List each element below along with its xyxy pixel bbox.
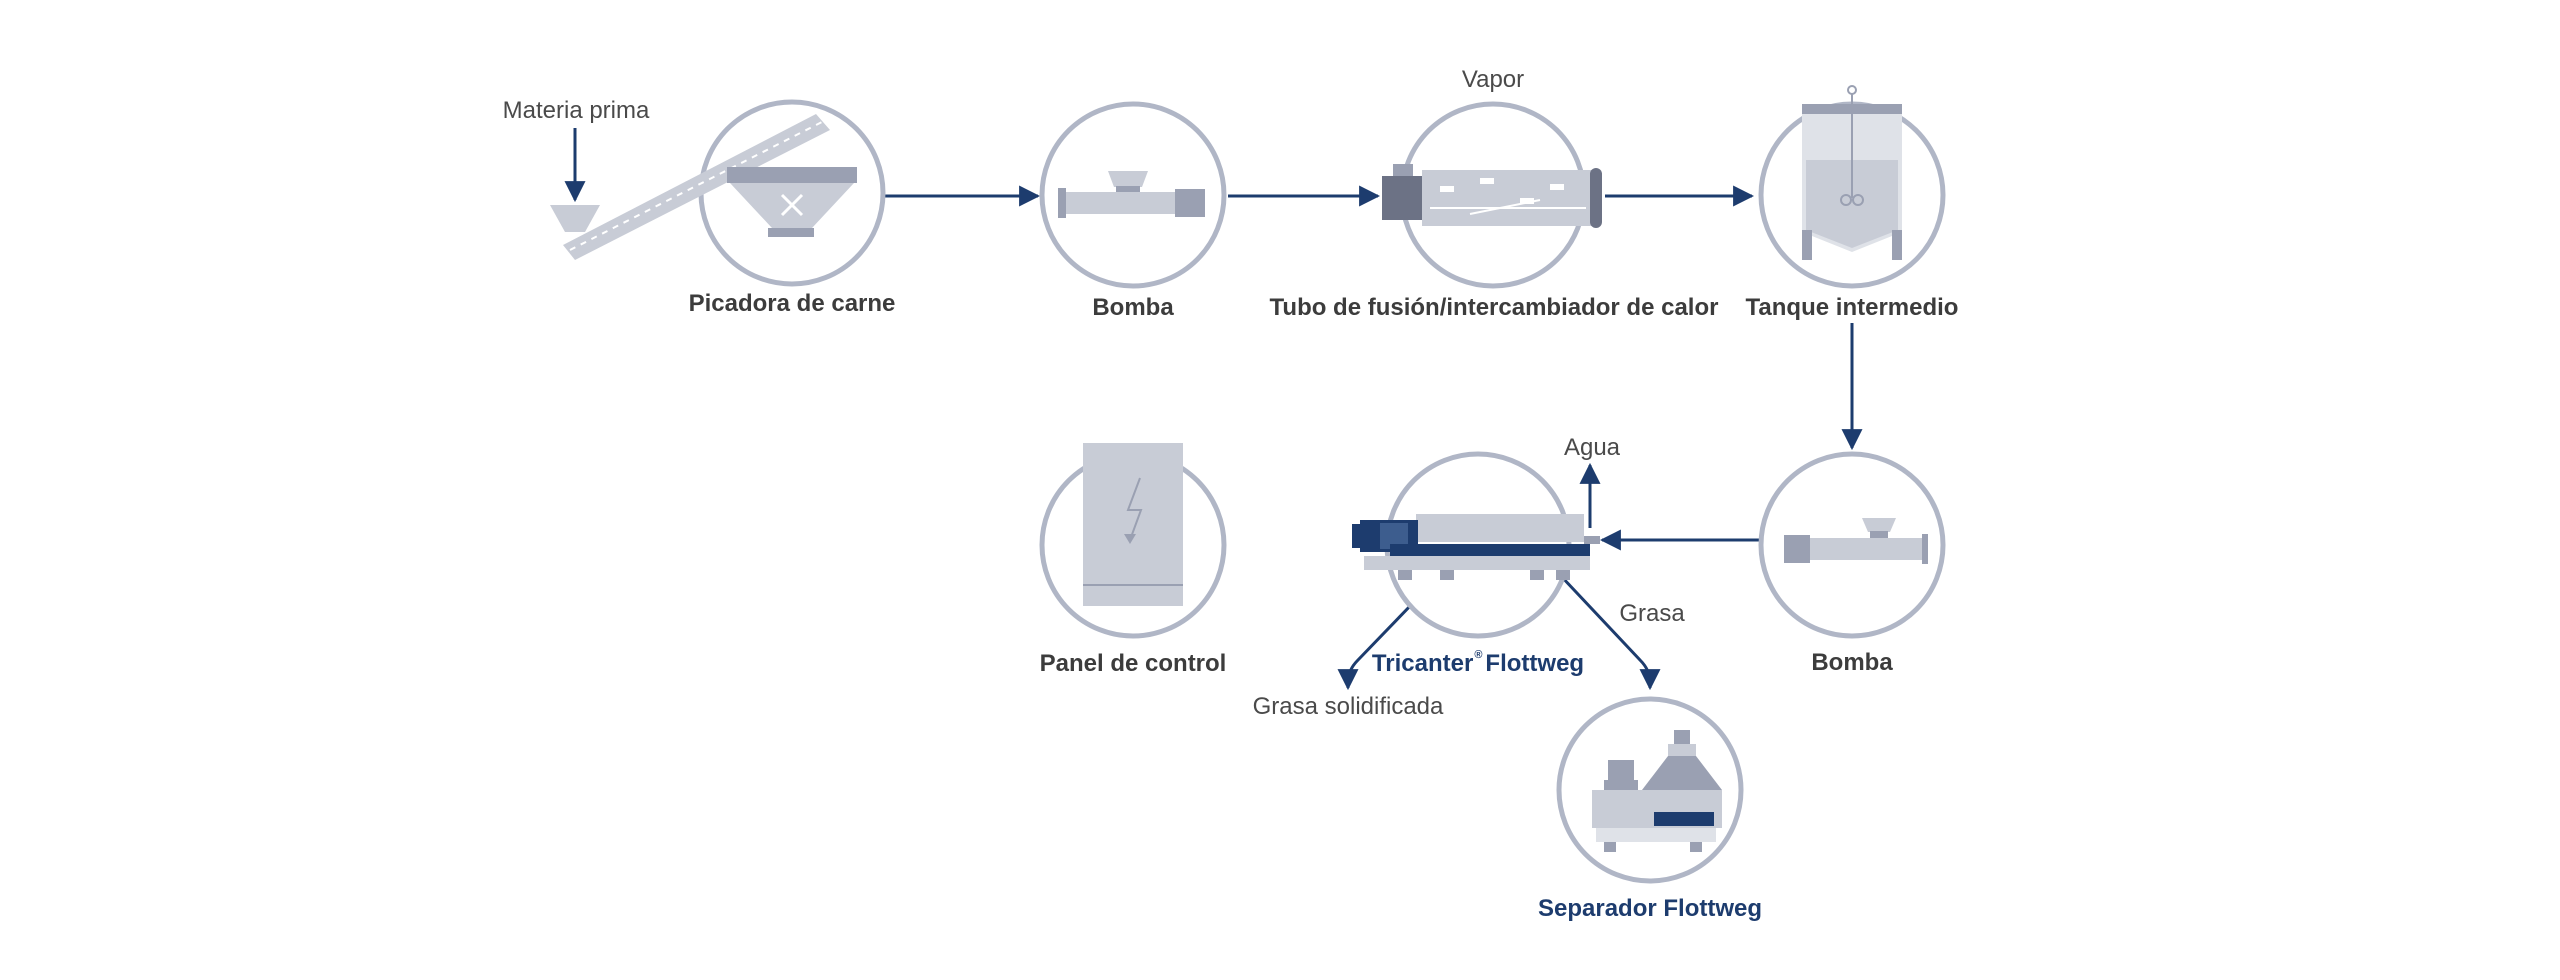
feed-screw-conveyor xyxy=(563,114,830,260)
pump-1-barrel xyxy=(1062,192,1202,214)
tricanter-feed-nozzle xyxy=(1584,536,1600,544)
control-panel-cabinet xyxy=(1083,443,1183,606)
tricanter-foot-1 xyxy=(1398,570,1412,580)
pump-2-inlet xyxy=(1862,518,1896,532)
tank-lid xyxy=(1802,104,1902,114)
raw-material-label: Materia prima xyxy=(502,97,650,124)
tube-baffle-2 xyxy=(1480,178,1494,184)
separator-motor-fan xyxy=(1608,760,1634,782)
grinder-base xyxy=(768,228,814,237)
tube-baffle-4 xyxy=(1550,184,1564,190)
pump-1-label: Bomba xyxy=(1092,294,1174,321)
tank-contents xyxy=(1806,160,1898,248)
control-panel-label: Panel de control xyxy=(1039,650,1227,677)
pump-icon xyxy=(1784,518,1928,564)
tricanter-foot-3 xyxy=(1530,570,1544,580)
pump-2-inlet-neck xyxy=(1870,531,1888,539)
feed-hopper xyxy=(550,205,600,232)
pump-icon xyxy=(1058,171,1205,218)
separator-foot-left xyxy=(1604,842,1616,852)
tricanter-name: Tricanter xyxy=(1371,650,1474,677)
tank-agitator-blade-b xyxy=(1852,194,1864,206)
separator-blue-band xyxy=(1654,812,1714,826)
pump-2-label: Bomba xyxy=(1811,649,1893,676)
heat-exchanger-icon xyxy=(1382,164,1602,228)
solidified-fat-label: Grasa solidificada xyxy=(1252,693,1444,720)
registered-mark: ® xyxy=(1474,649,1483,661)
steam-label: Vapor xyxy=(1461,66,1525,93)
pump-2-end-right xyxy=(1922,534,1928,564)
buffer-tank-label: Tanque intermedio xyxy=(1745,294,1959,321)
separator-foot-right xyxy=(1690,842,1702,852)
pump-1-drive xyxy=(1175,189,1205,217)
pump-1-end-left xyxy=(1058,188,1066,218)
pump-2-drive xyxy=(1784,535,1810,563)
tricanter-frame-light xyxy=(1364,556,1590,570)
separator-base xyxy=(1596,828,1716,842)
station-circles xyxy=(698,99,1946,884)
grinder-top-plate xyxy=(727,167,857,183)
tricanter-motor-cap xyxy=(1352,524,1362,548)
meat-grinder-label: Picadora de carne xyxy=(688,290,896,317)
tricanter-label: Tricanter®Flottweg xyxy=(1371,649,1585,677)
separator-label: Separador Flottweg xyxy=(1537,895,1763,922)
flow-solidified-fat-outlet xyxy=(1337,573,1442,691)
tricanter-brand: Flottweg xyxy=(1485,650,1585,677)
tank-leg-left xyxy=(1802,230,1812,260)
separator-bowl xyxy=(1642,756,1722,790)
separator-top xyxy=(1674,730,1690,744)
melting-tube-label: Tubo de fusión/intercambiador de calor xyxy=(1269,294,1719,321)
separator-neck xyxy=(1668,744,1696,756)
tank-vent xyxy=(1847,85,1857,95)
grinder-cross-b xyxy=(780,193,804,217)
tube-baffle-1 xyxy=(1440,186,1454,192)
control-panel-lightning-icon xyxy=(1126,477,1143,541)
control-panel-icon xyxy=(1083,443,1183,606)
tube-screw-line-b xyxy=(1469,199,1541,215)
tube-body xyxy=(1422,170,1592,226)
flow-lines xyxy=(564,128,1863,691)
tube-motor xyxy=(1382,176,1422,220)
meat-grinder-icon xyxy=(550,114,857,260)
tank-leg-right xyxy=(1892,230,1902,260)
pump-1-inlet-neck xyxy=(1116,186,1140,194)
flow-fat-outlet xyxy=(1558,573,1661,691)
tank-agitator-blade-a xyxy=(1840,194,1852,206)
steam-inlet xyxy=(1393,164,1413,178)
pump-2-barrel xyxy=(1786,538,1926,560)
tricanter-frame-dark xyxy=(1390,544,1590,558)
fat-label: Grasa xyxy=(1619,600,1685,627)
buffer-tank-icon xyxy=(1802,85,1902,260)
tube-end-cap xyxy=(1590,168,1602,228)
water-label: Agua xyxy=(1563,434,1621,461)
separator-icon xyxy=(1592,730,1722,852)
pump-1-inlet xyxy=(1108,171,1148,187)
tricanter-bowl-cover xyxy=(1416,514,1584,542)
control-panel-lightning-tip xyxy=(1124,534,1136,544)
tube-baffle-3 xyxy=(1520,198,1534,204)
tricanter-foot-4 xyxy=(1556,570,1570,580)
tricanter-foot-2 xyxy=(1440,570,1454,580)
tricanter-icon xyxy=(1352,514,1600,580)
